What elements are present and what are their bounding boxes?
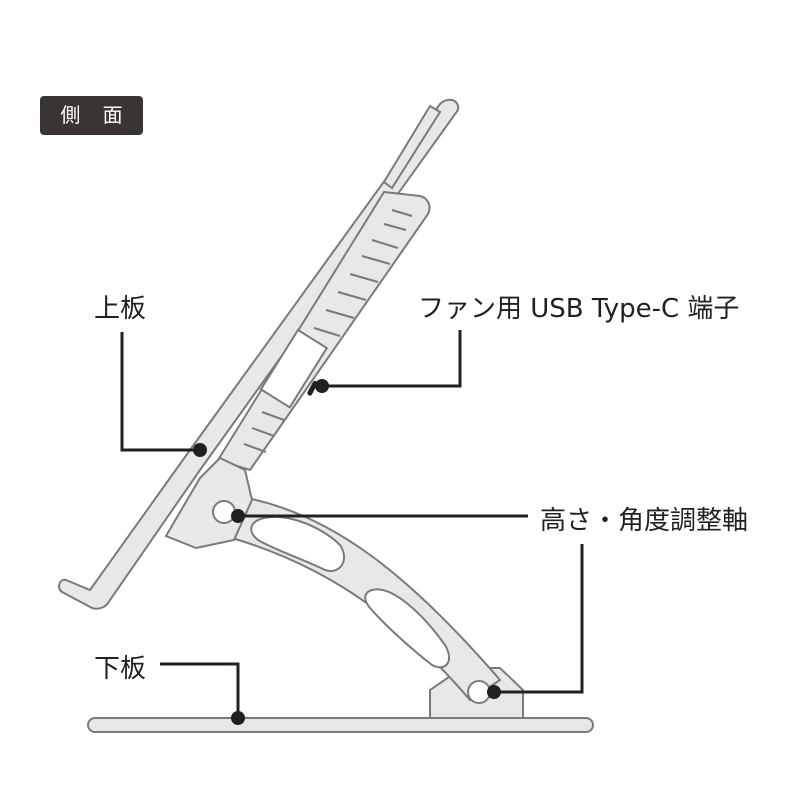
lower-hinge-pin [467,680,491,704]
dot-hinge-lower [487,685,501,699]
fan-fins [243,209,413,453]
top-plate-shape [58,98,460,610]
top-plate-edge [382,104,442,190]
port-panel [259,328,329,409]
view-badge-label: 側 面 [60,103,131,127]
label-top-plate: 上板 [94,294,147,324]
arm-slot-lower [364,588,451,669]
dot-bottom-plate [231,711,245,725]
dot-usb-port [315,379,329,393]
arm-slot-upper [250,515,345,572]
bottom-plate-shape [87,717,594,733]
leader-top-plate [120,332,200,452]
leader-bottom-plate [160,662,240,718]
view-badge: 側 面 [40,96,143,135]
upper-hinge-pin [212,500,236,524]
upper-hinge-block [164,456,254,550]
label-usb-port: ファン用 USB Type-C 端子 [418,294,740,324]
label-hinge: 高さ・角度調整軸 [540,506,749,536]
leader-hinge-lower [494,544,584,694]
label-bottom-plate: 下板 [94,654,147,684]
dot-hinge-upper [231,509,245,523]
dot-top-plate [193,443,207,457]
usb-c-port [307,380,318,396]
leader-usb-port [322,330,462,388]
